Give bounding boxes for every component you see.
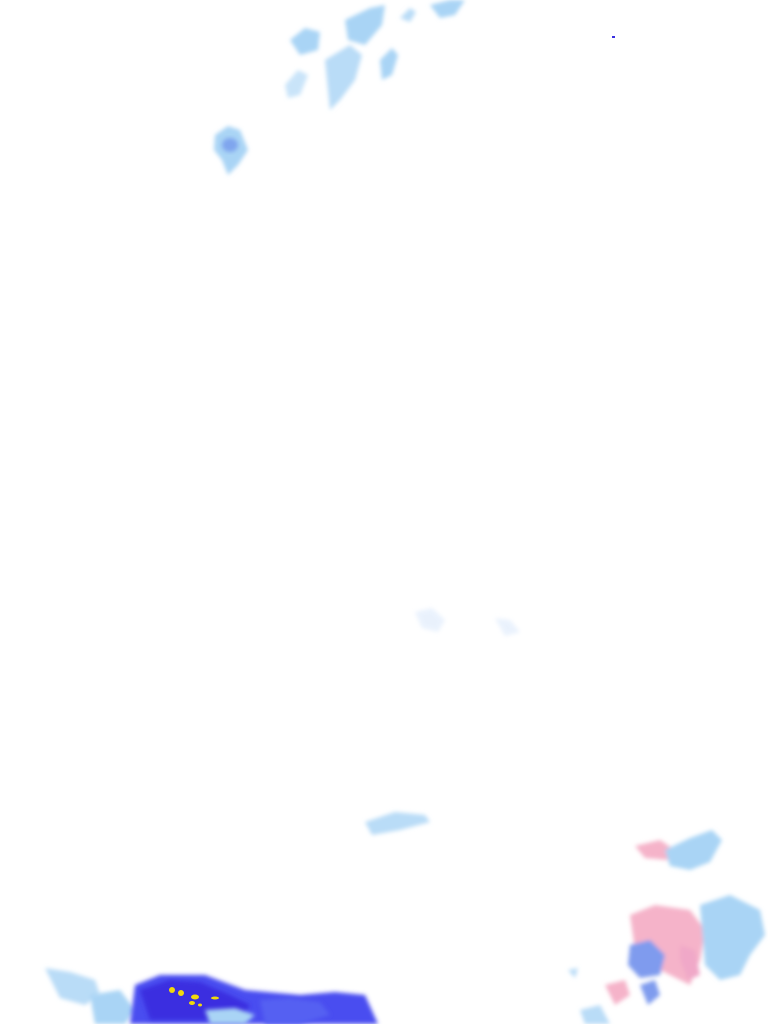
precip-cell-northwest (214, 126, 248, 175)
precip-faint-middle (415, 608, 520, 636)
precip-cell-north (285, 0, 465, 110)
marker-dot (612, 36, 615, 38)
precip-cell-east-lower (568, 895, 765, 1024)
precip-extreme-cells (169, 987, 219, 1007)
precip-streak (365, 812, 430, 835)
precip-cell-east-upper (635, 830, 722, 870)
precip-band-south (45, 968, 378, 1024)
